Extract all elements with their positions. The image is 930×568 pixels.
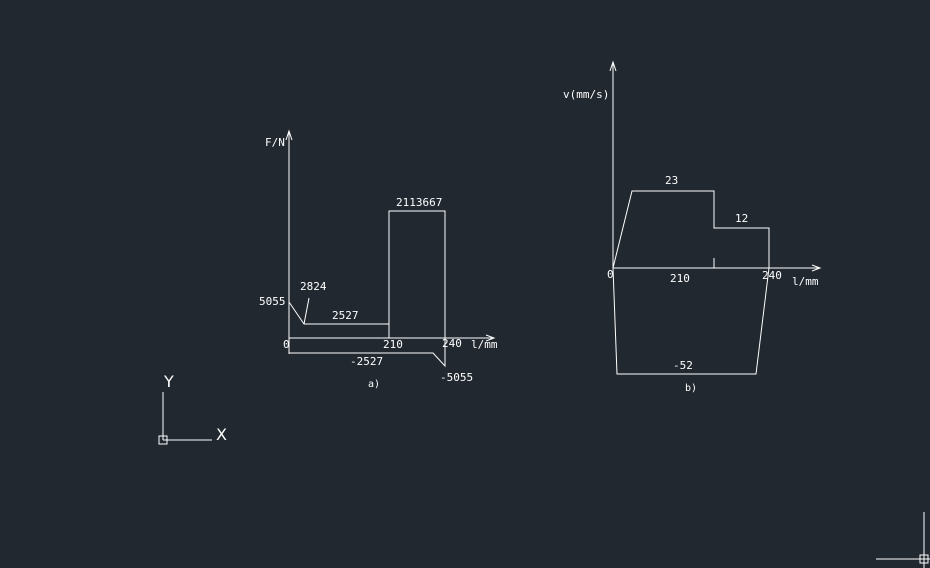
force-origin-label: 0	[283, 338, 290, 351]
velocity-label-return: -52	[673, 359, 693, 372]
velocity-origin-label: 0	[607, 268, 614, 281]
force-x-tick-210: 210	[383, 338, 403, 351]
force-peak-leader	[303, 297, 310, 325]
force-y-label: F/N	[265, 136, 285, 149]
velocity-x-label: l/mm	[792, 275, 819, 288]
force-positive-profile	[288, 210, 446, 338]
velocity-positive-profile	[612, 190, 770, 269]
force-label-start: 5055	[259, 295, 286, 308]
force-label-end: -5055	[440, 371, 473, 384]
force-label-press: 2113667	[396, 196, 442, 209]
velocity-x-tick-210: 210	[670, 272, 690, 285]
force-x-label: l/mm	[471, 338, 498, 351]
force-y-arrow	[285, 129, 293, 141]
force-x-tick-240: 240	[442, 337, 462, 350]
velocity-label-fast: 23	[665, 174, 678, 187]
crosshair-cursor-icon[interactable]	[876, 512, 930, 568]
velocity-x-tick-240: 240	[762, 269, 782, 282]
ucs-y-label: Y	[163, 372, 174, 391]
velocity-diagram: v(mm/s) 23 12 0 210 240 l/mm -52 b)	[563, 60, 822, 394]
force-x-arrow	[485, 334, 496, 342]
velocity-negative-profile	[612, 267, 770, 375]
velocity-caption: b)	[685, 383, 697, 394]
velocity-label-work: 12	[735, 212, 748, 225]
ucs-icon: Y X	[158, 372, 227, 445]
force-caption: a)	[368, 379, 380, 390]
ucs-origin-square	[158, 435, 168, 445]
velocity-x-arrow	[811, 264, 822, 272]
ucs-x-label: X	[216, 425, 227, 444]
force-label-forward: 2527	[332, 309, 359, 322]
crosshair-pickbox	[919, 554, 929, 564]
velocity-y-label: v(mm/s)	[563, 88, 609, 101]
force-diagram: F/N 5055 2824 2527 2113667 0 210 240 l/m…	[259, 129, 498, 390]
force-label-peak: 2824	[300, 280, 327, 293]
force-negative-profile	[288, 338, 446, 368]
velocity-y-arrow	[609, 60, 617, 72]
force-label-return: -2527	[350, 355, 383, 368]
